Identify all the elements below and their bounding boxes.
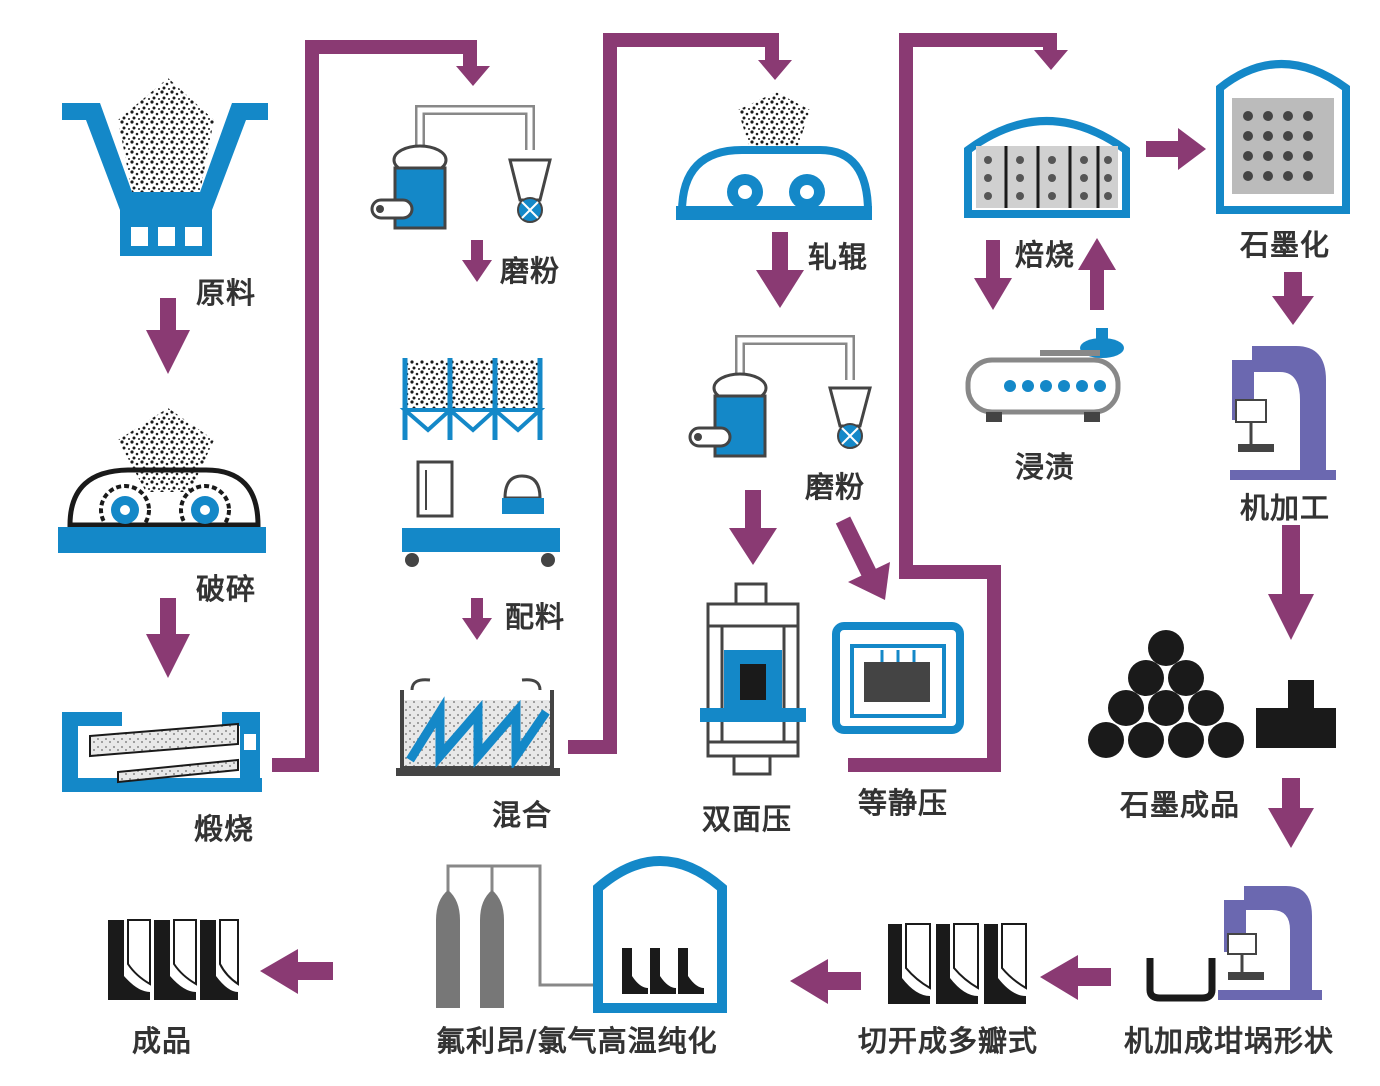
batching-scale-icon bbox=[402, 460, 560, 567]
arrow-purification-to-final bbox=[260, 949, 333, 994]
label-grinding-2: 磨粉 bbox=[805, 470, 866, 504]
label-isostatic-press: 等静压 bbox=[858, 786, 949, 820]
arrow-graphitization-to-machining bbox=[1272, 272, 1314, 325]
impregnation-tank-icon bbox=[965, 328, 1124, 422]
calcining-kiln-icon bbox=[62, 712, 262, 792]
label-double-press: 双面压 bbox=[702, 802, 793, 836]
final-product-icon bbox=[108, 919, 239, 1000]
label-machining: 机加工 bbox=[1240, 491, 1331, 525]
crucible-machining-icon bbox=[1146, 886, 1322, 1002]
grinding-mill-icon bbox=[370, 105, 552, 230]
label-graphite-product: 石墨成品 bbox=[1120, 788, 1241, 822]
graphite-products-icon bbox=[1088, 630, 1336, 758]
label-graphitization: 石墨化 bbox=[1240, 228, 1331, 262]
batching-silos-icon bbox=[399, 358, 546, 440]
label-raw-material: 原料 bbox=[196, 276, 257, 310]
arrow-batching-down bbox=[462, 598, 492, 640]
purification-furnace-icon bbox=[593, 856, 727, 1013]
label-crushing: 破碎 bbox=[196, 572, 257, 606]
label-crucible-machining: 机加成坩埚形状 bbox=[1124, 1024, 1335, 1058]
connector-press-to-roasting bbox=[848, 33, 1057, 772]
arrow-raw-to-crushing bbox=[146, 298, 190, 374]
arrow-product-to-crucible bbox=[1268, 778, 1314, 848]
roll-mill-icon bbox=[676, 92, 873, 220]
arrow-roasting-to-graphitization bbox=[1146, 128, 1206, 170]
connector-calcining-to-grinding bbox=[272, 40, 477, 772]
flow-arrows bbox=[146, 33, 1314, 1004]
arrow-to-isostatic-press bbox=[835, 516, 890, 600]
graphitization-furnace-icon bbox=[1216, 60, 1350, 214]
arrow-crushing-to-calcining bbox=[146, 598, 190, 678]
double-press-icon bbox=[700, 582, 806, 776]
cut-segments-icon bbox=[888, 923, 1027, 1004]
arrow-crucible-to-cut bbox=[1040, 955, 1111, 1000]
arrow-rolling-down bbox=[756, 232, 804, 308]
arrow-impregnation-to-roasting bbox=[1078, 238, 1116, 310]
arrow-cut-to-purification bbox=[790, 959, 861, 1004]
label-grinding-1: 磨粉 bbox=[500, 254, 561, 288]
label-final-product: 成品 bbox=[132, 1024, 193, 1058]
label-calcining: 煅烧 bbox=[194, 812, 255, 846]
arrow-roasting-to-impregnation bbox=[974, 240, 1012, 310]
machining-press-icon bbox=[1230, 346, 1336, 480]
gas-cylinders-icon bbox=[436, 864, 600, 1008]
raw-material-hopper-icon bbox=[62, 78, 268, 256]
grinding-mill-2-icon bbox=[688, 335, 872, 458]
label-impregnation: 浸渍 bbox=[1015, 450, 1076, 484]
label-purification: 氟利昂/氯气高温纯化 bbox=[436, 1024, 718, 1058]
label-batching: 配料 bbox=[505, 600, 566, 634]
arrow-to-double-press bbox=[729, 490, 777, 565]
label-roasting: 焙烧 bbox=[1015, 238, 1076, 272]
label-cut-open: 切开成多瓣式 bbox=[858, 1024, 1039, 1058]
roasting-furnace-icon bbox=[964, 117, 1130, 218]
arrow-machining-to-product bbox=[1268, 525, 1314, 640]
label-rolling: 轧辊 bbox=[808, 240, 869, 274]
isostatic-press-icon bbox=[832, 622, 964, 734]
label-mixing: 混合 bbox=[492, 798, 553, 832]
connector-mixing-to-rolling bbox=[568, 33, 779, 754]
arrow-grinding-down bbox=[462, 240, 492, 282]
mixer-icon bbox=[396, 678, 560, 776]
crusher-icon bbox=[58, 408, 266, 553]
